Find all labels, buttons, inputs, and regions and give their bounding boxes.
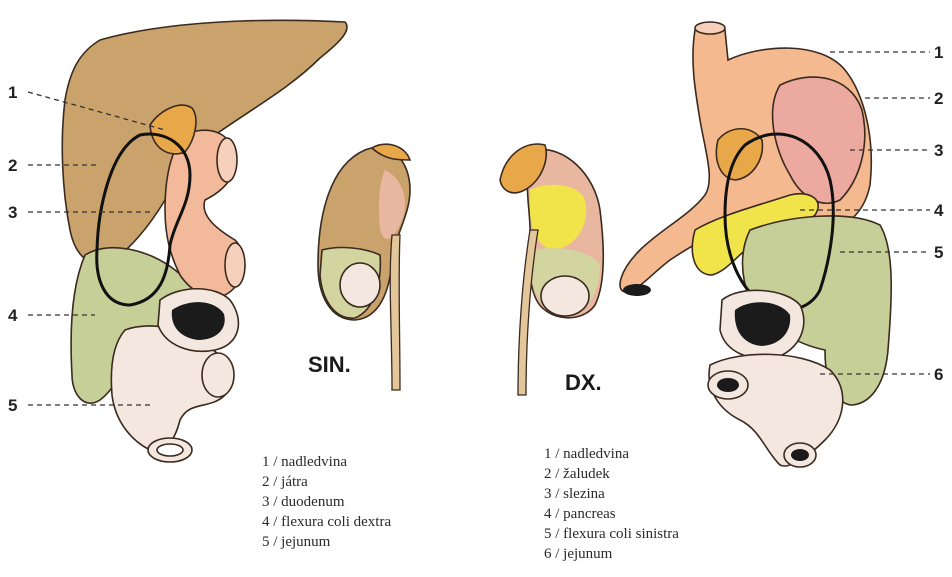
ureter-sin [518,230,538,395]
marker-right-4: 4 [934,201,944,220]
marker-right-3: 3 [934,141,943,160]
marker-left-3: 3 [8,203,17,222]
duodenum-opening-lower [225,243,245,287]
legend-sin-item-5: 5 / flexura coli sinistra [544,526,679,542]
marker-right-1: 1 [934,43,943,62]
legend-dx-item-1: 1 / nadledvina [262,454,347,470]
left-figure: 1 2 3 4 5 [8,20,347,462]
kidney-dx-figure: SIN. [308,144,410,390]
legend-sin-item-4: 4 / pancreas [544,506,616,522]
legend-sin-item-6: 6 / jejunum [544,546,613,562]
kidney-sin-figure: DX. [500,144,603,395]
marker-left-1: 1 [8,83,17,102]
esophagus-opening [695,22,725,34]
side-label-dx: SIN. [308,352,351,377]
marker-right-5: 5 [934,243,943,262]
jejunum-tube-hole [157,444,183,456]
legend-dx-item-4: 4 / flexura coli dextra [262,514,391,530]
kidney-sin-lower-pole [541,276,589,316]
legend-sin: 1 / nadledvina 2 / žaludek 3 / slezina 4… [544,446,679,562]
jejunum-left-hole2 [791,449,809,461]
right-figure: 1 2 3 4 5 6 [620,22,944,467]
legend-dx-item-3: 3 / duodenum [262,494,345,510]
legend-sin-item-1: 1 / nadledvina [544,446,629,462]
marker-left-5: 5 [8,396,17,415]
jejunum-left-hole1 [717,378,739,392]
legend-dx-item-5: 5 / jejunum [262,534,331,550]
legend-sin-item-3: 3 / slezina [544,486,605,502]
jejunum-side-loop [202,353,234,397]
legend-sin-item-2: 2 / žaludek [544,466,610,482]
side-label-sin: DX. [565,370,602,395]
kidney-dx-lower-pole [340,263,380,307]
legend-dx: 1 / nadledvina 2 / játra 3 / duodenum 4 … [262,454,391,550]
duodenum-opening-upper [217,138,237,182]
pylorus-opening [623,284,651,296]
marker-left-2: 2 [8,156,17,175]
legend-dx-item-2: 2 / játra [262,474,308,490]
marker-right-6: 6 [934,365,943,384]
marker-right-2: 2 [934,89,943,108]
ureter-dx [390,235,400,390]
marker-left-4: 4 [8,306,18,325]
